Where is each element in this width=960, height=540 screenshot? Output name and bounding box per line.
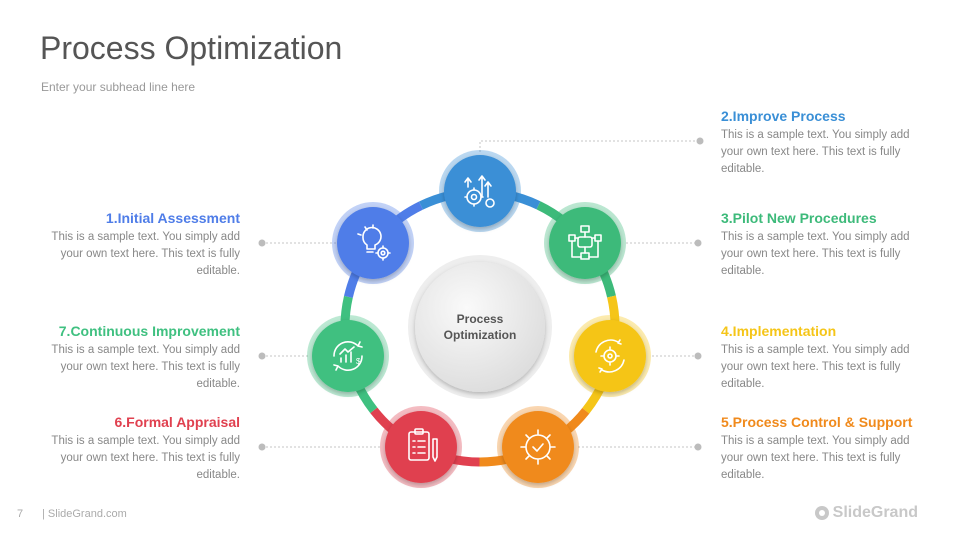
connector-dot-5: [694, 443, 702, 451]
step-node-4: [574, 320, 646, 392]
gear-check-icon: [520, 429, 556, 465]
growth-cycle-icon: $: [333, 341, 363, 371]
connector-dot-4: [694, 352, 702, 360]
connector-dot-3: [694, 239, 702, 247]
brand-mark-icon: [814, 506, 829, 520]
step-node-1: [337, 207, 409, 279]
connector-dot-7: [258, 352, 266, 360]
connector-line-2: [479, 140, 700, 152]
step-node-3: [549, 207, 621, 279]
arrows-up-gear-icon: [464, 175, 495, 208]
footer-site: | SlideGrand.com: [42, 508, 127, 520]
connector-dot-1: [258, 239, 266, 247]
step-5-title: 5.Process Control & Support: [721, 414, 913, 430]
step-5-body: This is a sample text. You simply add yo…: [721, 435, 910, 481]
center-label: Process Optimization: [420, 311, 540, 343]
page-number: 7: [17, 508, 24, 520]
brand-name: SlideGrand: [832, 504, 918, 521]
step-1-body: This is a sample text. You simply add yo…: [51, 231, 240, 277]
center-circle: [415, 262, 545, 392]
step-4: 4.Implementation This is a sample text. …: [721, 323, 911, 393]
step-2-body: This is a sample text. You simply add yo…: [721, 129, 910, 175]
center-label-line1: Process: [456, 312, 504, 326]
lightbulb-gear-icon: [357, 224, 391, 261]
step-1: 1.Initial Assessment This is a sample te…: [50, 210, 240, 280]
step-node-2: [444, 155, 516, 227]
step-3-body: This is a sample text. You simply add yo…: [721, 231, 910, 277]
step-5: 5.Process Control & Support This is a sa…: [721, 414, 913, 484]
step-node-7: [312, 320, 384, 392]
svg-text:$: $: [356, 357, 361, 366]
cycle-gear-icon: [595, 339, 625, 373]
step-6-title: 6.Formal Appraisal: [114, 414, 240, 430]
step-1-title: 1.Initial Assessment: [105, 210, 240, 226]
step-7-body: This is a sample text. You simply add yo…: [51, 344, 240, 390]
connector-dot-6: [258, 443, 266, 451]
connector-lines: [262, 140, 700, 448]
clipboard-icon: [408, 428, 438, 462]
step-4-body: This is a sample text. You simply add yo…: [721, 344, 910, 390]
center-label-line2: Optimization: [443, 328, 517, 342]
step-6: 6.Formal Appraisal This is a sample text…: [50, 414, 240, 484]
step-nodes: [307, 150, 651, 488]
step-7: 7.Continuous Improvement This is a sampl…: [50, 323, 240, 393]
step-6-body: This is a sample text. You simply add yo…: [51, 435, 240, 481]
flowchart-icon: [568, 225, 602, 260]
step-3-title: 3.Pilot New Procedures: [721, 210, 877, 226]
step-2: 2.Improve Process This is a sample text.…: [721, 108, 911, 178]
connector-dot-2: [696, 137, 704, 145]
page-title: Process Optimization: [40, 30, 343, 66]
connector-dots: [258, 137, 704, 451]
page-subhead: Enter your subhead line here: [41, 80, 196, 94]
step-4-title: 4.Implementation: [721, 323, 837, 339]
step-3: 3.Pilot New Procedures This is a sample …: [721, 210, 911, 280]
brand-logo: SlideGrand: [814, 504, 918, 522]
step-node-5: [502, 411, 574, 483]
step-7-title: 7.Continuous Improvement: [58, 323, 240, 339]
step-2-title: 2.Improve Process: [721, 108, 846, 124]
